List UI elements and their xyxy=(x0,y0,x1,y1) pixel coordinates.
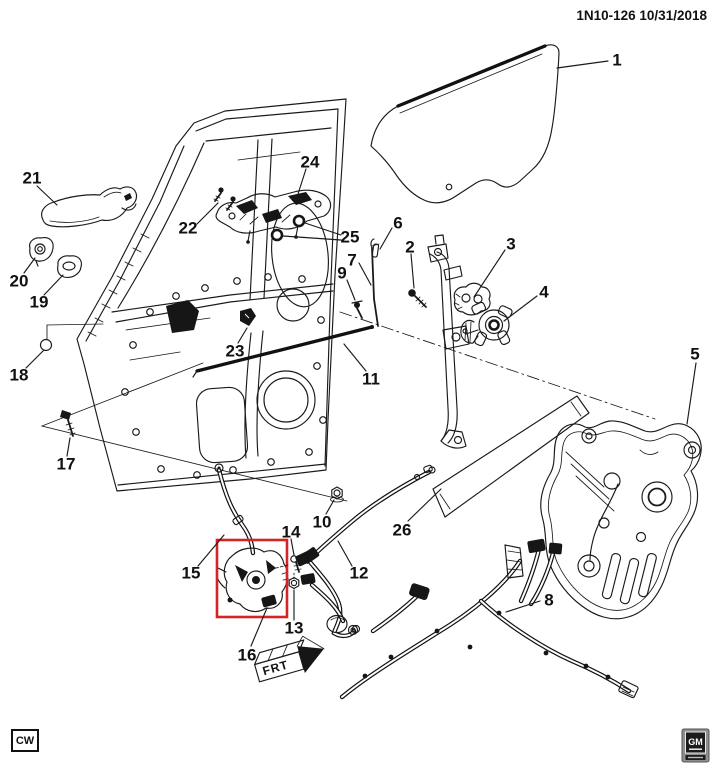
callout-5: 5 xyxy=(690,345,699,364)
callout-13: 13 xyxy=(285,619,304,638)
part-door-harness xyxy=(295,538,639,700)
callout-14: 14 xyxy=(282,523,301,542)
part-window-glass xyxy=(370,44,560,204)
callout-24: 24 xyxy=(301,153,320,172)
part-rod-clip xyxy=(351,300,363,319)
callout-8: 8 xyxy=(544,591,553,610)
part-belt-rod xyxy=(192,325,374,378)
callout-22: 22 xyxy=(179,219,198,238)
part-outside-handle xyxy=(41,186,138,228)
highlight-box xyxy=(215,538,289,619)
part-door-panel xyxy=(76,98,347,492)
part-door-lock xyxy=(215,547,290,613)
callout-19: 19 xyxy=(30,293,49,312)
callout-12: 12 xyxy=(350,564,369,583)
callout-6: 6 xyxy=(393,214,402,233)
part-release-cable xyxy=(214,463,256,556)
callout-10: 10 xyxy=(313,513,332,532)
frt-label: FRT xyxy=(261,658,290,679)
callout-11: 11 xyxy=(362,370,380,389)
callouts: 1 2 3 4 5 6 7 8 9 10 11 12 13 14 15 16 1… xyxy=(10,51,700,665)
cw-mark: CW xyxy=(11,729,39,752)
part-grommet-plug xyxy=(39,323,104,352)
callout-17: 17 xyxy=(57,455,76,474)
callout-23: 23 xyxy=(226,342,245,361)
door-bolt-holes xyxy=(121,273,327,479)
callout-21: 21 xyxy=(23,169,42,188)
part-handle-end-cap xyxy=(29,236,54,267)
part-lock-cable xyxy=(301,464,436,639)
part-belt-clip xyxy=(240,308,256,326)
part-window-regulator xyxy=(427,234,479,449)
callout-2: 2 xyxy=(405,238,414,257)
part-handle-cap xyxy=(57,255,83,279)
part-bushings xyxy=(270,214,306,242)
cw-label: CW xyxy=(16,735,35,747)
part-lock-rod xyxy=(370,238,379,327)
callout-7: 7 xyxy=(347,251,356,270)
callout-15: 15 xyxy=(182,564,201,583)
part-window-motor xyxy=(460,301,513,347)
part-water-deflector xyxy=(540,420,702,620)
part-lock-nut xyxy=(288,576,300,590)
part-handle-screws xyxy=(213,187,236,211)
callout-18: 18 xyxy=(10,366,29,385)
frt-arrow: FRT xyxy=(254,635,325,683)
doc-ref: 1N10-126 10/31/2018 xyxy=(576,8,707,23)
callout-25: 25 xyxy=(341,228,360,247)
callout-26: 26 xyxy=(393,521,412,540)
callout-20: 20 xyxy=(10,272,29,291)
leader-lines xyxy=(23,60,697,647)
part-belt-strip xyxy=(432,395,590,518)
callout-1: 1 xyxy=(612,51,621,70)
callout-4: 4 xyxy=(539,283,549,302)
gm-logo: GM xyxy=(681,728,710,763)
part-grommet-nut xyxy=(330,486,344,503)
part-door-screw xyxy=(60,410,76,437)
part-regulator-bolt xyxy=(408,289,427,308)
callout-16: 16 xyxy=(238,646,257,665)
reference-lines xyxy=(40,311,656,502)
part-motor-bracket xyxy=(453,282,491,316)
gm-label: GM xyxy=(688,737,703,747)
callout-9: 9 xyxy=(337,264,346,283)
callout-3: 3 xyxy=(506,235,515,254)
part-handle-bracket xyxy=(215,189,332,244)
